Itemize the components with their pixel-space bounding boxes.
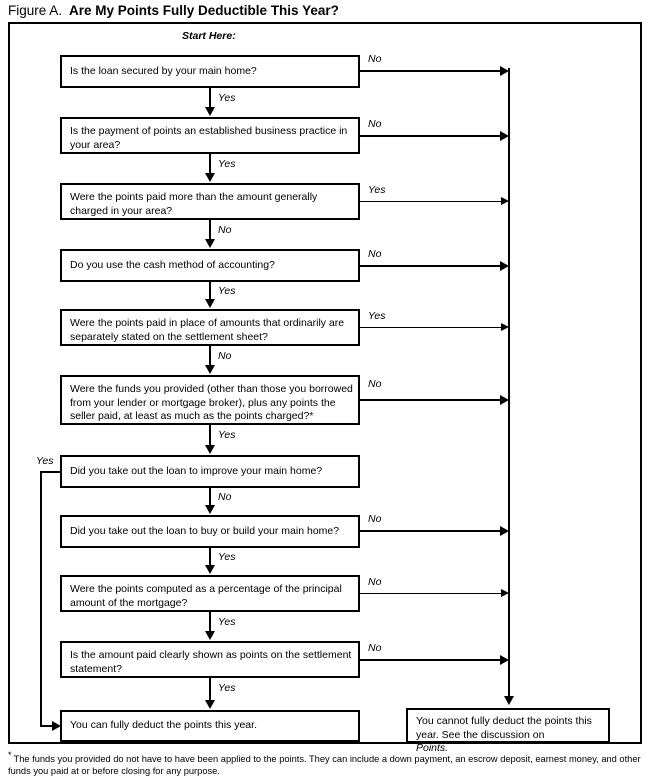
figure-title-text: Are My Points Fully Deductible This Year… (69, 3, 339, 18)
edge-q6-q7-line (209, 425, 211, 446)
edge-q2-no-line (360, 135, 504, 137)
edge-q7-q8-line (209, 488, 211, 506)
node-q4[interactable]: Do you use the cash method of accounting… (60, 249, 360, 282)
edge-q2-q3-line (209, 154, 211, 174)
node-q6-text: Were the funds you provided (other than … (70, 383, 353, 422)
node-q10[interactable]: Is the amount paid clearly shown as poin… (60, 641, 360, 678)
node-q8[interactable]: Did you take out the loan to buy or buil… (60, 515, 360, 548)
edge-q1-no-line (360, 70, 504, 72)
edge-q8-no-arrowhead (500, 526, 509, 536)
edge-label-q10-no: No (368, 642, 382, 654)
node-outcome-deductible[interactable]: You can fully deduct the points this yea… (60, 710, 360, 742)
footnote: *The funds you provided do not have to h… (8, 750, 646, 777)
node-q3[interactable]: Were the points paid more than the amoun… (60, 183, 360, 220)
start-here-label: Start Here: (182, 30, 236, 42)
edge-q9-q10-line (209, 612, 211, 632)
edge-label-q4-yes: Yes (218, 285, 236, 297)
node-q9[interactable]: Were the points computed as a percentage… (60, 575, 360, 612)
collector-spine-arrowhead (504, 696, 514, 705)
node-q9-text: Were the points computed as a percentage… (70, 583, 342, 609)
edge-q2-no-arrowhead (500, 131, 509, 141)
node-q7[interactable]: Did you take out the loan to improve you… (60, 455, 360, 488)
edge-q7-yes-stub (40, 471, 62, 473)
edge-q9-q10-arrowhead (205, 631, 215, 640)
edge-q4-q5-arrowhead (205, 299, 215, 308)
node-outcome-not-deductible-text: You cannot fully deduct the points this … (416, 715, 592, 754)
edge-label-q7-no: No (218, 491, 232, 503)
edge-label-q10-yes: Yes (218, 682, 236, 694)
node-q5-text: Were the points paid in place of amounts… (70, 317, 345, 343)
edge-q6-q7-arrowhead (205, 445, 215, 454)
node-q3-text: Were the points paid more than the amoun… (70, 191, 318, 217)
edge-q2-q3-arrowhead (205, 173, 215, 182)
node-q4-text: Do you use the cash method of accounting… (70, 258, 275, 271)
edge-q7-q8-arrowhead (205, 505, 215, 514)
edge-q3-q4-arrowhead (205, 239, 215, 248)
figure-label: Figure A. (8, 3, 63, 18)
edge-q1-no-arrowhead (500, 66, 509, 76)
edge-q8-q9-line (209, 548, 211, 566)
edge-q8-no-line (360, 530, 504, 532)
edge-label-q1-yes: Yes (218, 92, 236, 104)
edge-label-q5-no: No (218, 350, 232, 362)
edge-label-q3-no: No (218, 224, 232, 236)
node-q5[interactable]: Were the points paid in place of amounts… (60, 309, 360, 346)
edge-q4-no-arrowhead (500, 261, 509, 271)
edge-q10-outcome-line (209, 678, 211, 701)
node-q1-text: Is the loan secured by your main home? (70, 64, 257, 77)
node-q2[interactable]: Is the payment of points an established … (60, 117, 360, 154)
node-outcome-deductible-text: You can fully deduct the points this yea… (70, 719, 257, 732)
edge-q3-yes-line (360, 201, 505, 202)
edge-label-q3-yes: Yes (368, 184, 386, 196)
node-q10-text: Is the amount paid clearly shown as poin… (70, 649, 352, 675)
node-outcome-not-deductible[interactable]: You cannot fully deduct the points this … (406, 708, 610, 754)
edge-label-q9-no: No (368, 576, 382, 588)
edge-q4-no-line (360, 265, 504, 267)
node-q6[interactable]: Were the funds you provided (other than … (60, 375, 360, 425)
edge-label-q2-no: No (368, 118, 382, 130)
edge-q7-yes-run (40, 725, 58, 727)
edge-q5-yes-arrowhead (501, 323, 509, 331)
edge-label-q7-yes: Yes (36, 455, 54, 467)
edge-q5-yes-line (360, 327, 505, 328)
footnote-text: The funds you provided do not have to ha… (8, 754, 641, 776)
footnote-marker: * (8, 750, 12, 760)
node-q7-text: Did you take out the loan to improve you… (70, 464, 323, 477)
edge-q5-q6-line (209, 346, 211, 366)
edge-q10-outcome-arrowhead (205, 700, 215, 709)
node-q1[interactable]: Is the loan secured by your main home? (60, 55, 360, 88)
edge-q9-no-arrowhead (501, 589, 509, 597)
edge-label-q5-yes: Yes (368, 310, 386, 322)
edge-q6-no-arrowhead (500, 395, 509, 405)
edge-label-q6-yes: Yes (218, 429, 236, 441)
collector-spine-line (508, 68, 510, 698)
edge-q5-q6-arrowhead (205, 365, 215, 374)
edge-q3-yes-arrowhead (501, 197, 509, 205)
edge-q1-q2-line (209, 88, 211, 108)
edge-q7-yes-arrowhead (52, 721, 61, 731)
edge-label-q6-no: No (368, 378, 382, 390)
edge-q10-no-line (360, 659, 504, 661)
edge-q3-q4-line (209, 220, 211, 240)
edge-label-q1-no: No (368, 53, 382, 65)
edge-q6-no-line (360, 399, 504, 401)
node-q8-text: Did you take out the loan to buy or buil… (70, 524, 340, 537)
figure-title: Figure A. Are My Points Fully Deductible … (8, 2, 608, 20)
edge-q7-yes-drop (40, 471, 42, 726)
points-reference: Points. (416, 742, 449, 754)
edge-q10-no-arrowhead (500, 655, 509, 665)
edge-label-q9-yes: Yes (218, 616, 236, 628)
edge-q9-no-line (360, 593, 505, 594)
edge-label-q2-yes: Yes (218, 158, 236, 170)
node-q2-text: Is the payment of points an established … (70, 125, 348, 151)
edge-q8-q9-arrowhead (205, 565, 215, 574)
edge-label-q4-no: No (368, 248, 382, 260)
edge-label-q8-no: No (368, 513, 382, 525)
edge-label-q8-yes: Yes (218, 551, 236, 563)
edge-q1-q2-arrowhead (205, 107, 215, 116)
edge-q4-q5-line (209, 282, 211, 300)
